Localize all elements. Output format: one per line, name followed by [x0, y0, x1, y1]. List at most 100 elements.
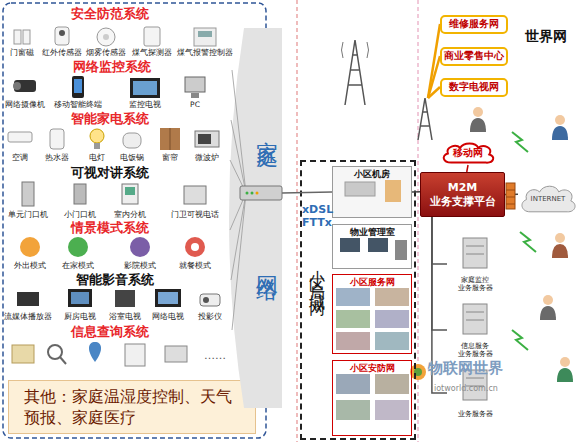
watermark: iotworld.com.cn — [434, 384, 498, 393]
scene-icons — [130, 237, 150, 257]
device-label: 电灯 — [89, 154, 105, 163]
wireless-link — [428, 24, 440, 98]
device-label: 小门口机 — [64, 211, 96, 220]
room-icons — [336, 400, 370, 420]
connector — [467, 165, 468, 172]
device-label: 影院模式 — [124, 262, 156, 271]
system-heading: 网络监控系统 — [73, 60, 151, 75]
device-label: 流媒体播放器 — [4, 313, 52, 322]
service-box: 数字电视网 — [440, 78, 508, 97]
device-label: 烟雾传感器 — [86, 49, 126, 58]
appliance-icons — [195, 131, 219, 147]
monitor-icons — [72, 76, 84, 98]
note-box: 其他：家庭温湿度控制、天气预报、家庭医疗 — [8, 380, 256, 434]
monitor-icons — [133, 81, 157, 95]
monitor-icons — [130, 78, 160, 98]
security-icons — [198, 31, 212, 37]
band-shape — [229, 28, 282, 408]
ellipsis: …… — [204, 350, 226, 363]
home-panel — [3, 3, 266, 438]
intercom-icons — [22, 182, 206, 206]
device-label: 监控电视 — [129, 101, 161, 110]
monitor-icons — [185, 77, 205, 92]
scene-icons — [20, 237, 205, 257]
device-label: 室内分机 — [114, 211, 146, 220]
service-box: 商业零售中心 — [440, 47, 508, 66]
user-icon — [473, 107, 483, 117]
room-icons — [375, 332, 409, 350]
intercom-icons — [184, 186, 206, 204]
node-text: 物业管理室 — [333, 226, 411, 239]
router-wires — [231, 120, 246, 193]
zone-divider — [297, 0, 418, 442]
appliance-icons — [198, 134, 211, 144]
appliance-icons — [90, 129, 104, 143]
security-net-box: 小区安防网 — [332, 360, 412, 436]
user-icon — [557, 368, 573, 382]
lan-box: 小区局域网小区机房物业管理室小区服务网小区安防网 — [300, 160, 416, 440]
device-label: 空调 — [12, 154, 28, 163]
appliance-icons — [160, 128, 180, 150]
wireless-bolt — [520, 232, 536, 252]
node-text: 业务服务器 — [447, 410, 503, 418]
media-icons — [71, 292, 89, 304]
server-node: 家庭监控 业务服务器 — [447, 236, 503, 292]
router-device — [251, 192, 254, 195]
wireless-bolt — [512, 132, 528, 152]
watermark: 物联网世界 — [428, 360, 503, 377]
room-box: 小区机房 — [332, 166, 412, 218]
server-icon — [466, 378, 484, 379]
system-heading: 信息查询系统 — [71, 325, 149, 340]
router-device — [240, 186, 282, 200]
router-wires — [230, 70, 246, 330]
media-icons — [115, 290, 135, 307]
node-text: M2M 业务支撑平台 — [427, 181, 499, 209]
device-label: 窗帘 — [162, 154, 178, 163]
scene-icons — [185, 237, 205, 257]
node-text: 小区安防网 — [333, 362, 411, 375]
info-icons — [12, 342, 187, 366]
zone-divider — [417, 0, 418, 442]
system-heading: 安全防范系统 — [71, 7, 149, 22]
media-icons — [200, 294, 220, 306]
zone-title: 世界网 — [525, 28, 567, 44]
intercom-icons — [125, 187, 135, 195]
room-icons — [340, 238, 360, 252]
node-text: 其他：家庭温湿度控制、天气预报、家庭医疗 — [24, 386, 240, 428]
antenna-tower — [418, 98, 432, 140]
device-label: 浴室电视 — [109, 313, 141, 322]
monitor-icons — [14, 80, 36, 92]
service-box: 维修服务网 — [440, 15, 508, 34]
info-icons — [48, 345, 62, 359]
router-wires — [230, 193, 246, 230]
device-label: 投影仪 — [198, 313, 222, 322]
media-icons — [203, 297, 209, 303]
watermark-logo — [410, 364, 426, 380]
firewall — [506, 197, 515, 198]
user-icon — [560, 357, 570, 367]
router-wires — [231, 193, 246, 280]
device-label: 门卫可视电话 — [171, 211, 219, 220]
appliance-icons — [8, 132, 32, 142]
device-label: 网络摄像机 — [5, 101, 45, 110]
device-label: 网络电视 — [152, 313, 184, 322]
user-icon — [555, 115, 565, 125]
appliance-icons — [170, 128, 171, 150]
device-label: 电饭锅 — [120, 154, 144, 163]
wireless-bolt — [512, 132, 536, 350]
system-heading: 可视对讲系统 — [71, 166, 149, 181]
room-icons — [336, 332, 370, 350]
node-text: 网络 — [252, 258, 282, 266]
info-icons — [89, 342, 101, 362]
firewall — [506, 204, 515, 205]
node-text: 数字电视网 — [449, 81, 499, 94]
antenna-tower — [342, 40, 433, 140]
cloud-shape — [444, 143, 494, 162]
connector — [432, 217, 447, 330]
service-net-box: 小区服务网 — [332, 274, 412, 354]
wireless-link — [428, 87, 440, 98]
antenna-tower — [345, 40, 365, 105]
firewall — [506, 183, 515, 209]
router-device — [240, 186, 282, 200]
